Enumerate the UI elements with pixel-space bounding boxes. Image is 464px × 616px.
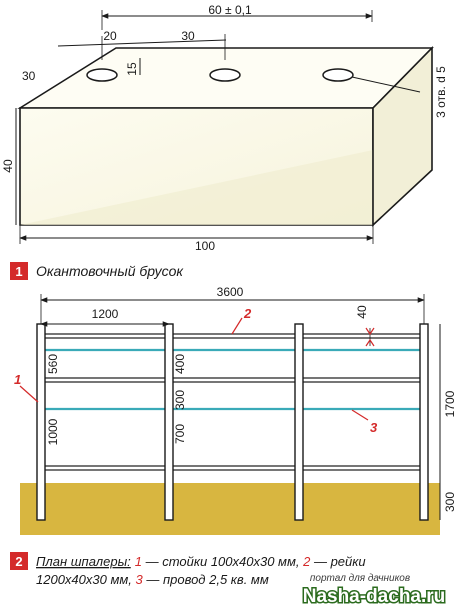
dim-total: 3600 bbox=[217, 285, 244, 299]
rails bbox=[39, 333, 426, 471]
holes-leader bbox=[351, 76, 421, 93]
caption-t1: — стойки 100х40х30 мм, bbox=[142, 554, 303, 569]
dim-1000: 1000 bbox=[46, 418, 60, 445]
block-front-shade bbox=[20, 150, 373, 225]
dim-span: 1200 bbox=[92, 307, 119, 321]
caption-n2: 2 bbox=[302, 554, 311, 569]
caption-prefix: План шпалеры: bbox=[36, 554, 131, 569]
rail-top bbox=[39, 333, 426, 339]
figure2-caption: 2 План шпалеры:1 — стойки 100х40х30 мм, … bbox=[10, 552, 366, 587]
dim-side: 30 bbox=[22, 69, 36, 83]
figure1-number-badge bbox=[10, 262, 28, 280]
dim-300-ground: 300 bbox=[443, 492, 457, 512]
figure2-number: 2 bbox=[15, 554, 22, 569]
figure2-number-badge bbox=[10, 552, 28, 570]
label-wire: 3 bbox=[370, 420, 378, 435]
dim-700: 700 bbox=[173, 424, 187, 444]
dim-length: 100 bbox=[195, 239, 215, 253]
watermark-tagline: портал для дачников bbox=[310, 573, 410, 584]
watermark-logo: Nasha-dacha.ru bbox=[303, 586, 446, 607]
rail-arrow-top bbox=[365, 327, 375, 336]
rail-leader bbox=[231, 317, 243, 335]
hole-3 bbox=[322, 68, 354, 82]
caption-t2: — рейки bbox=[310, 554, 365, 569]
caption-n1: 1 bbox=[135, 554, 142, 569]
wire-leader bbox=[351, 409, 369, 421]
post-2 bbox=[164, 323, 174, 521]
rail-bottom bbox=[39, 465, 426, 471]
post-leader bbox=[19, 385, 39, 403]
caption-t3: — провод 2,5 кв. мм bbox=[143, 572, 269, 587]
figure2-caption-line2: 1200х40х30 мм, 3 — провод 2,5 кв. мм bbox=[36, 572, 269, 587]
hole-1 bbox=[86, 68, 118, 82]
caption-n3: 3 bbox=[136, 572, 144, 587]
post-1 bbox=[36, 323, 46, 521]
hole-2 bbox=[209, 68, 241, 82]
dim-rail: 40 bbox=[355, 305, 369, 319]
post-4 bbox=[419, 323, 429, 521]
dim-seg-mid: 30 bbox=[181, 29, 195, 43]
block-side-face bbox=[372, 46, 433, 227]
label-rail: 2 bbox=[243, 306, 252, 321]
label-post: 1 bbox=[14, 372, 21, 387]
post-3 bbox=[294, 323, 304, 521]
figure1-caption-text: Окантовочный брусок bbox=[36, 263, 184, 279]
dim-300: 300 bbox=[173, 390, 187, 410]
dim-top-label: 60 ± 0,1 bbox=[208, 3, 252, 17]
holes-note: 3 отв. d 5 bbox=[434, 66, 448, 118]
dim-560: 560 bbox=[46, 354, 60, 374]
dim-400: 400 bbox=[173, 354, 187, 374]
dim-1700: 1700 bbox=[443, 390, 457, 417]
rail-arrow-bottom bbox=[365, 338, 375, 347]
dim-hole-vertical: 15 bbox=[125, 62, 139, 76]
dim-line-segments bbox=[57, 39, 227, 47]
figure1-number: 1 bbox=[15, 264, 22, 279]
dim-height: 40 bbox=[1, 159, 15, 173]
caption-line2-pre: 1200х40х30 мм, bbox=[36, 572, 136, 587]
figure1-caption: 1 Окантовочный брусок bbox=[10, 262, 184, 280]
trellis-drawing: 3600 1200 2 40 560 1000 400 300 700 1 3 … bbox=[14, 285, 457, 535]
ground bbox=[20, 483, 440, 535]
edging-block-drawing: 60 ± 0,1 20 30 15 30 3 отв. d 5 40 100 bbox=[1, 3, 448, 253]
figure2-caption-line1: План шпалеры:1 — стойки 100х40х30 мм, 2 … bbox=[36, 554, 366, 569]
rail-middle bbox=[39, 377, 426, 383]
watermark: портал для дачников Nasha-dacha.ru bbox=[301, 573, 447, 609]
dim-seg-left: 20 bbox=[103, 29, 117, 43]
